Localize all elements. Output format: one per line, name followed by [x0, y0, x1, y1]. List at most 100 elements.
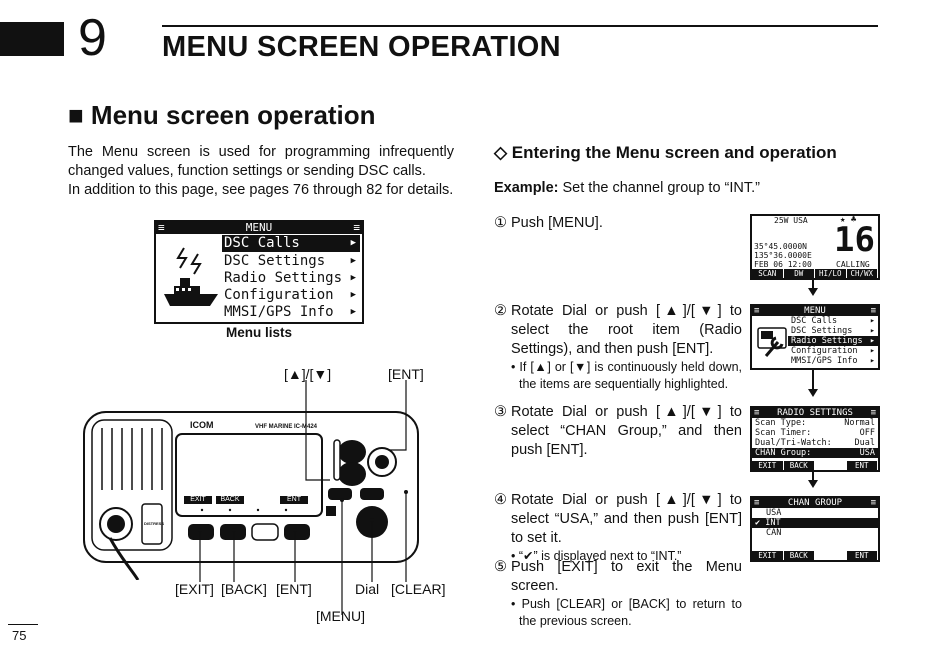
lcd-radio-settings: ≡ RADIO SETTINGS ≡ Scan Type:Normal Scan… [750, 406, 880, 472]
triangle-right-icon: ▶ [350, 290, 356, 300]
callout-menu: [MENU] [316, 608, 365, 624]
menu-lines-icon: ≡ [353, 221, 360, 234]
step-number: ⑤ [494, 559, 507, 575]
menu-lines-icon: ≡ [754, 408, 760, 418]
date-time: FEB 06 12:00 [754, 260, 812, 269]
wrench-icon [757, 327, 787, 357]
menu-lines-icon: ≡ [870, 306, 876, 316]
lcd-menu-screen: ≡ MENU ≡ DSC Calls▸ DSC Settings▸ Radio … [750, 304, 880, 370]
radio-illustration [83, 411, 419, 580]
softkey-chwx: CH/WX [846, 269, 877, 278]
lcd-menu-item: MMSI/GPS Info▸ [791, 356, 875, 366]
example-text: Set the channel group to “INT.” [562, 180, 760, 196]
step-number: ① [494, 215, 507, 231]
softkey-ent: ENT [846, 551, 877, 560]
menu-lists-caption: Menu lists [226, 325, 293, 340]
icom-logo: ICOM [190, 420, 214, 430]
softkey-back: BACK [783, 551, 814, 560]
setting-row-selected: CHAN Group:USA [752, 448, 878, 458]
radio-softkey-ent: ENT [287, 496, 301, 503]
procedure-title: ◇ Entering the Menu screen and operation [494, 143, 837, 162]
chapter-number: 9 [78, 9, 107, 67]
step-number: ② [494, 303, 507, 319]
softkey-hilo: HI/LO [815, 269, 846, 278]
callout-dial: Dial [355, 581, 380, 597]
radio-settings-softkeys: EXIT BACK ENT [752, 461, 878, 470]
step-3: ③ Rotate Dial or push [▲]/[▼] to select … [494, 403, 742, 460]
triangle-right-icon: ▸ [869, 356, 875, 366]
radio-softkey-exit: EXIT [190, 496, 206, 503]
lcd-menu-item-selected: Radio Settings▸ [788, 336, 878, 346]
menu-lines-icon: ≡ [158, 221, 165, 234]
ship-icon [164, 247, 218, 306]
softkey-blank [815, 551, 846, 560]
menu-screen-header: ≡ MENU ≡ [156, 222, 362, 234]
menu-screen-header-text: MENU [245, 221, 273, 234]
triangle-right-icon: ▶ [350, 256, 356, 266]
example-label: Example: [494, 180, 559, 196]
softkey-back: BACK [783, 461, 814, 470]
main-screen-softkeys: SCAN DW HI/LO CH/WX [752, 269, 878, 278]
lcd-menu-header: ≡ MENU ≡ [752, 306, 878, 316]
menu-lines-icon: ≡ [754, 498, 760, 508]
softkey-exit: EXIT [752, 461, 783, 470]
calling-status: CALLING [836, 260, 870, 269]
star-antenna-icon: ★ ♣ [840, 215, 857, 225]
softkey-ent: ENT [846, 461, 877, 470]
group-item-int-selected: ✔ INT [752, 518, 878, 528]
lcd-chan-group-header-text: CHAN GROUP [787, 498, 843, 508]
lcd-menu-item: DSC Settings▸ [791, 326, 875, 336]
triangle-right-icon: ▸ [869, 316, 875, 326]
example-line: Example: Set the channel group to “INT.” [494, 180, 760, 196]
step-number: ③ [494, 404, 507, 420]
chan-group-softkeys: EXIT BACK ENT [752, 551, 878, 560]
arrow-stem [812, 279, 814, 289]
softkey-scan: SCAN [752, 269, 783, 278]
arrow-down-icon [808, 480, 818, 488]
lcd-chan-group-header: ≡ CHAN GROUP ≡ [752, 498, 878, 508]
lcd-chan-group: ≡ CHAN GROUP ≡ USA ✔ INT CAN EXIT BACK E… [750, 496, 880, 562]
softkey-blank [815, 461, 846, 470]
callout-lines [198, 380, 408, 615]
callout-exit: [EXIT] [175, 581, 214, 597]
chapter-title: MENU SCREEN OPERATION [162, 31, 561, 63]
setting-row: Scan Timer:OFF [755, 428, 875, 438]
lcd-menu-item: DSC Calls▸ [791, 316, 875, 326]
menu-item-radio-settings: Radio Settings▶ [224, 270, 356, 286]
step-4: ④ Rotate Dial or push [▲]/[▼] to select … [494, 491, 742, 565]
step-text: Rotate Dial or push [▲]/[▼] to select “C… [511, 404, 742, 458]
section-title: ■ Menu screen operation [68, 100, 376, 130]
callout-back: [BACK] [221, 581, 267, 597]
menu-screen-figure: ≡ MENU ≡ DSC Calls▶ DSC Settings▶ Radio … [154, 220, 364, 324]
group-item-usa: USA [766, 508, 782, 518]
chapter-rule [162, 25, 878, 27]
step-1: ① Push [MENU]. [494, 214, 742, 233]
page-rule [8, 624, 38, 625]
group-item-can: CAN [766, 528, 782, 538]
intro-line-2: In addition to this page, see pages 76 t… [68, 182, 454, 198]
channel-number: 16 [834, 220, 875, 260]
step-5: ⑤ Push [EXIT] to exit the Menu screen. •… [494, 558, 742, 630]
chapter-tab-bar [0, 22, 64, 56]
menu-item-dsc-calls: DSC Calls▶ [222, 235, 360, 252]
intro-line-1: The Menu screen is used for programming … [68, 144, 454, 179]
menu-lines-icon: ≡ [870, 408, 876, 418]
radio-model: VHF MARINE IC-M424 [255, 424, 318, 430]
menu-lines-icon: ≡ [870, 498, 876, 508]
lcd-main-screen: 25W USA ★ ♣ 16 35°45.0000N 135°36.0000E … [750, 214, 880, 280]
menu-item-dsc-settings: DSC Settings▶ [224, 253, 356, 269]
arrow-down-icon [808, 389, 818, 397]
menu-lines-icon: ≡ [754, 306, 760, 316]
arrow-stem [812, 369, 814, 390]
step-text: Rotate Dial or push [▲]/[▼] to select th… [511, 303, 742, 357]
callout-ent-top: [ENT] [388, 366, 424, 382]
callout-ent-bottom: [ENT] [276, 581, 312, 597]
page-number: 75 [12, 628, 27, 643]
arrow-stem [812, 471, 814, 481]
lcd-radio-settings-header-text: RADIO SETTINGS [777, 408, 853, 418]
radio-softkey-back: BACK [220, 496, 240, 503]
menu-item-mmsi-gps-info: MMSI/GPS Info▶ [224, 304, 356, 320]
step-note: • If [▲] or [▼] is continuously held dow… [511, 360, 742, 391]
triangle-right-icon: ▶ [350, 238, 356, 248]
step-note: • Push [CLEAR] or [BACK] to return to th… [511, 597, 742, 628]
